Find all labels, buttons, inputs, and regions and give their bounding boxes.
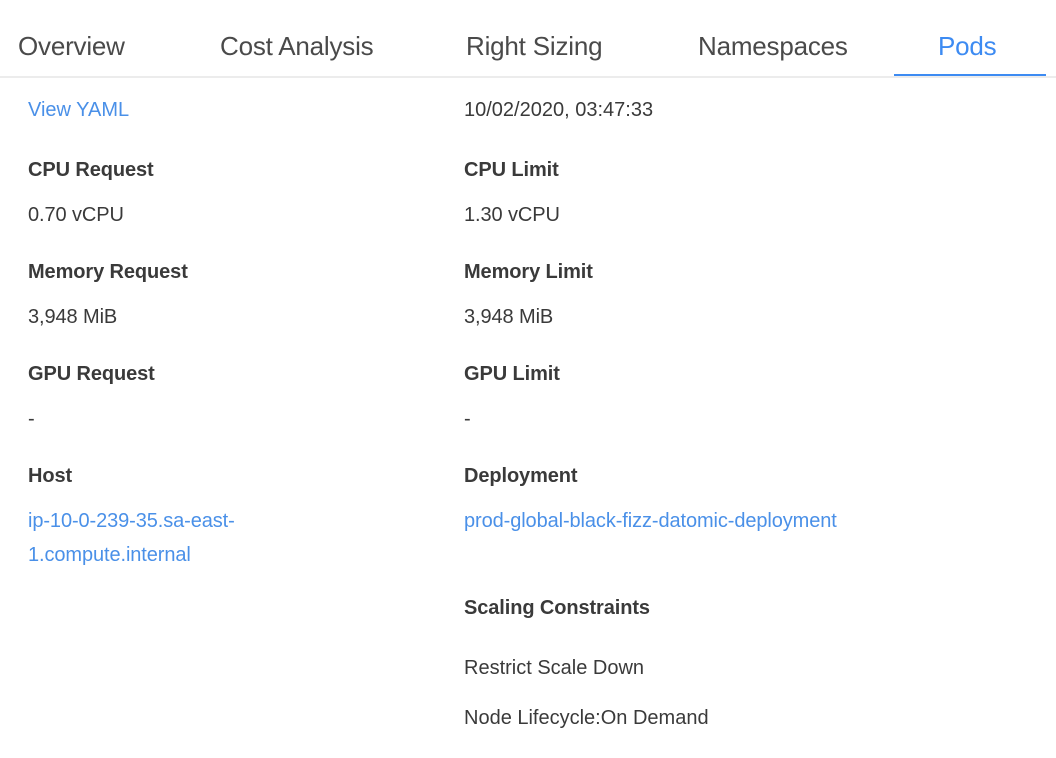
host-link[interactable]: ip-10-0-239-35.sa-east-1.compute.interna… (28, 510, 235, 566)
pod-detail-panel: View YAML CPU Request 0.70 vCPU Memory R… (0, 78, 1056, 758)
host-label: Host (28, 465, 73, 487)
tab-overview-label: Overview (18, 31, 125, 61)
tab-overview[interactable]: Overview (18, 0, 125, 78)
field-gpu-request: GPU Request - (28, 362, 428, 436)
field-cpu-request: CPU Request 0.70 vCPU (28, 158, 428, 232)
memory-request-label: Memory Request (28, 261, 188, 283)
tab-cost-analysis-label: Cost Analysis (220, 31, 374, 61)
scaling-constraints-label: Scaling Constraints (464, 597, 650, 619)
scaling-constraint-node-lifecycle: Node Lifecycle:On Demand (464, 707, 709, 729)
field-cpu-limit: CPU Limit 1.30 vCPU (464, 158, 864, 232)
gpu-limit-value: - (464, 408, 471, 430)
cpu-limit-label: CPU Limit (464, 159, 559, 181)
gpu-request-label: GPU Request (28, 363, 155, 385)
tab-namespaces[interactable]: Namespaces (698, 0, 848, 78)
tab-pods-label: Pods (938, 31, 997, 61)
memory-limit-label: Memory Limit (464, 261, 593, 283)
cpu-limit-value: 1.30 vCPU (464, 204, 560, 226)
tab-namespaces-label: Namespaces (698, 31, 848, 61)
field-memory-request: Memory Request 3,948 MiB (28, 260, 428, 334)
field-gpu-limit: GPU Limit - (464, 362, 864, 436)
field-memory-limit: Memory Limit 3,948 MiB (464, 260, 864, 334)
gpu-limit-label: GPU Limit (464, 363, 560, 385)
tab-bar: Overview Cost Analysis Right Sizing Name… (0, 0, 1056, 78)
field-host: Host ip-10-0-239-35.sa-east-1.compute.in… (28, 464, 428, 572)
tab-bar-divider (0, 76, 1056, 78)
tab-right-sizing-label: Right Sizing (466, 31, 603, 61)
memory-request-value: 3,948 MiB (28, 306, 118, 328)
tab-cost-analysis[interactable]: Cost Analysis (220, 0, 374, 78)
view-yaml-link[interactable]: View YAML (28, 99, 130, 121)
tab-right-sizing[interactable]: Right Sizing (466, 0, 603, 78)
scaling-constraint-restrict-scale-down: Restrict Scale Down (464, 657, 645, 679)
field-deployment: Deployment prod-global-black-fizz-datomi… (464, 464, 864, 538)
field-scaling-constraints: Scaling Constraints (464, 596, 864, 620)
cpu-request-label: CPU Request (28, 159, 154, 181)
deployment-label: Deployment (464, 465, 578, 487)
pod-timestamp: 10/02/2020, 03:47:33 (464, 99, 654, 121)
tab-pods[interactable]: Pods (938, 0, 997, 78)
gpu-request-value: - (28, 408, 35, 430)
memory-limit-value: 3,948 MiB (464, 306, 554, 328)
deployment-link[interactable]: prod-global-black-fizz-datomic-deploymen… (464, 510, 837, 532)
cpu-request-value: 0.70 vCPU (28, 204, 124, 226)
